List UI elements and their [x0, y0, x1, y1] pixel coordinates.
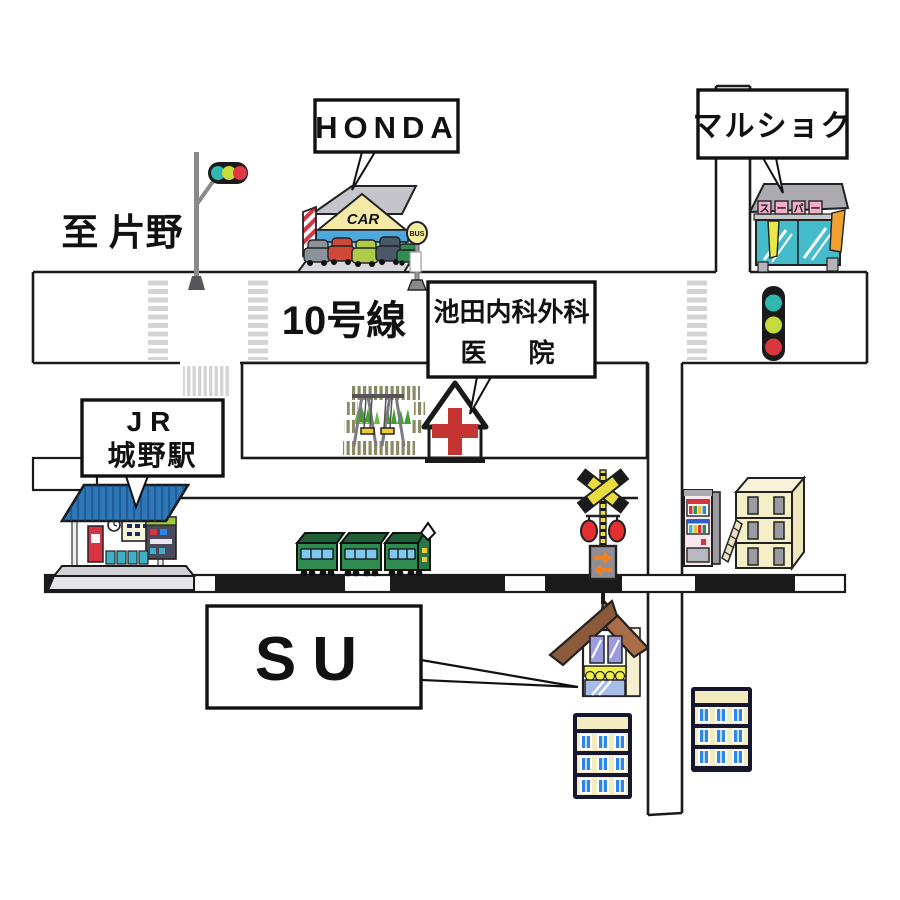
swing-seat — [360, 427, 375, 435]
crosswalk-center — [248, 277, 268, 360]
station-bench — [105, 550, 149, 565]
traffic-light-red — [765, 338, 782, 356]
train-head-car — [382, 521, 437, 577]
super-sign-char: ー — [811, 204, 821, 215]
vending-machine — [683, 489, 721, 567]
station-post — [71, 520, 78, 568]
platform-upper — [51, 565, 197, 577]
park-fence-right — [414, 402, 425, 415]
car-sign-text: CAR — [347, 211, 380, 228]
station-label-box — [80, 398, 225, 478]
park-fence-left — [347, 402, 358, 415]
apartment-left — [573, 713, 632, 799]
bus-stop-base — [406, 279, 428, 291]
hospital-base — [425, 457, 485, 463]
vending-products — [689, 506, 706, 514]
su-label-pointer — [419, 658, 579, 689]
route-10-label: 10号線 — [282, 299, 407, 343]
su-label-box — [205, 604, 423, 710]
honda-label: HONDA — [315, 110, 459, 145]
apartment-right — [691, 687, 752, 772]
parked-cars — [303, 236, 419, 267]
ticket-machine — [87, 525, 104, 563]
crosswalk-west — [148, 277, 168, 360]
traffic-light-west — [188, 152, 248, 290]
super-sign: ス ー パ ー — [757, 200, 823, 215]
crosswalks — [148, 277, 707, 396]
super-sign-char: ー — [777, 204, 787, 215]
station-label-line1: JR — [127, 406, 179, 437]
apartment-east — [721, 475, 807, 571]
marushoku-building: ス ー パ ー — [748, 183, 850, 273]
crossbuck-icon — [576, 468, 630, 514]
traffic-light-red — [233, 166, 247, 180]
train-car — [294, 532, 346, 577]
bus-stop-sign — [406, 221, 428, 245]
park-fence-right — [412, 420, 423, 433]
vending-products — [689, 525, 706, 533]
traffic-light-green — [765, 294, 782, 312]
train-flag — [419, 521, 437, 542]
railroad-crossing-signal — [576, 468, 630, 604]
marushoku-label-box — [696, 88, 849, 160]
external-stairs — [721, 518, 743, 564]
honda-building: CAR — [296, 185, 420, 273]
crosswalk-east — [687, 277, 707, 360]
super-sign-char: パ — [794, 203, 804, 215]
store-roof-left — [548, 599, 619, 667]
clinic-label-line2: 医 院 — [460, 338, 562, 368]
marushoku-label: マルショク — [693, 110, 853, 143]
station-roof-stripes — [62, 485, 188, 521]
park-fence-front — [343, 441, 415, 455]
traffic-light-east — [762, 286, 785, 361]
train-car — [338, 532, 390, 577]
bus-sign-text: BUS — [410, 231, 425, 238]
window-mullions — [703, 708, 739, 764]
clinic-label-box — [426, 280, 597, 379]
train — [294, 521, 437, 577]
honda-label-box — [313, 98, 460, 154]
window-mullions — [585, 735, 621, 793]
super-sign-char: ス — [760, 203, 770, 215]
marushoku-flag — [829, 209, 846, 253]
platform-lower — [46, 575, 195, 591]
park-fence-left — [344, 420, 355, 433]
su-label: SU — [255, 625, 373, 694]
honda-label-pointer — [351, 151, 377, 191]
hospital-building — [421, 380, 489, 463]
red-cross-icon — [432, 408, 478, 455]
su-store-building — [548, 597, 650, 698]
swing-seat — [380, 427, 395, 435]
station-label-line2: 城野駅 — [107, 440, 197, 471]
kiosk — [145, 516, 177, 560]
traffic-light-green — [211, 166, 225, 180]
park — [343, 386, 425, 455]
direction-katano-label: 至 片野 — [61, 212, 182, 253]
crossing-box — [588, 544, 618, 581]
marushoku-banner — [767, 220, 780, 259]
station-building — [46, 483, 197, 591]
labels-layer: HONDA マルショク 池田内科外科 医 院 JR 城野駅 SU 10号線 至 … — [61, 88, 853, 710]
traffic-light-yellow — [765, 316, 782, 334]
traffic-light-yellow — [222, 166, 236, 180]
swing-chains — [363, 397, 393, 429]
bus-timetable — [409, 251, 422, 273]
crossing-lamp — [580, 519, 598, 543]
crossing-lamp — [608, 519, 626, 543]
crosswalk-side-street — [183, 366, 231, 396]
bus-stop: BUS — [406, 221, 428, 291]
swing-frame — [352, 395, 406, 447]
arrow-left-icon — [594, 564, 612, 576]
arrow-right-icon — [594, 552, 612, 564]
clinic-label-line1: 池田内科外科 — [433, 297, 589, 327]
apartment-east-windows — [747, 496, 785, 566]
